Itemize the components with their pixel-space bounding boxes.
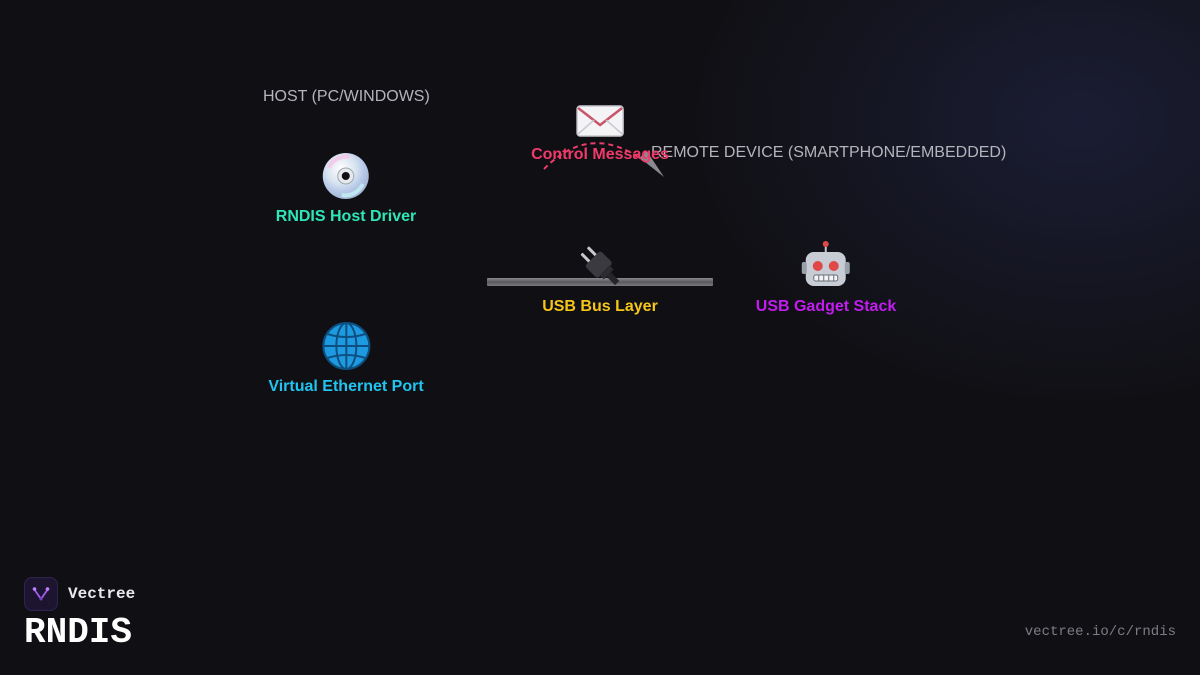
plug-icon [574, 240, 626, 292]
vectree-logo-icon [24, 577, 58, 611]
node-virtual-ethernet-port: Virtual Ethernet Port [268, 320, 424, 396]
brand: Vectree [24, 577, 135, 611]
disc-icon [320, 150, 372, 202]
robot-icon [800, 240, 852, 292]
rndis-host-driver-label: RNDIS Host Driver [275, 208, 417, 225]
node-usb-gadget-stack: USB Gadget Stack [756, 240, 896, 316]
brand-name: Vectree [68, 585, 136, 603]
host-section-label: HOST (PC/WINDOWS) [263, 88, 430, 105]
usb-gadget-stack-label: USB Gadget Stack [755, 298, 897, 315]
usb-bus-layer-label: USB Bus Layer [542, 298, 658, 315]
remote-section-label: REMOTE DEVICE (SMARTPHONE/EMBEDDED) [651, 144, 1007, 161]
control-message-arc [543, 142, 664, 177]
control-messages-label: Control Messages [531, 146, 669, 163]
globe-icon [320, 320, 372, 372]
usb-bus-bar [487, 278, 713, 286]
page-title: RNDIS [24, 612, 133, 653]
node-control-messages: Control Messages [531, 98, 669, 164]
node-usb-bus-layer: USB Bus Layer [542, 240, 658, 316]
source-url: vectree.io/c/rndis [1024, 624, 1176, 640]
envelope-icon [574, 98, 626, 142]
node-rndis-host-driver: RNDIS Host Driver [276, 150, 416, 226]
virtual-ethernet-port-label: Virtual Ethernet Port [268, 378, 424, 395]
